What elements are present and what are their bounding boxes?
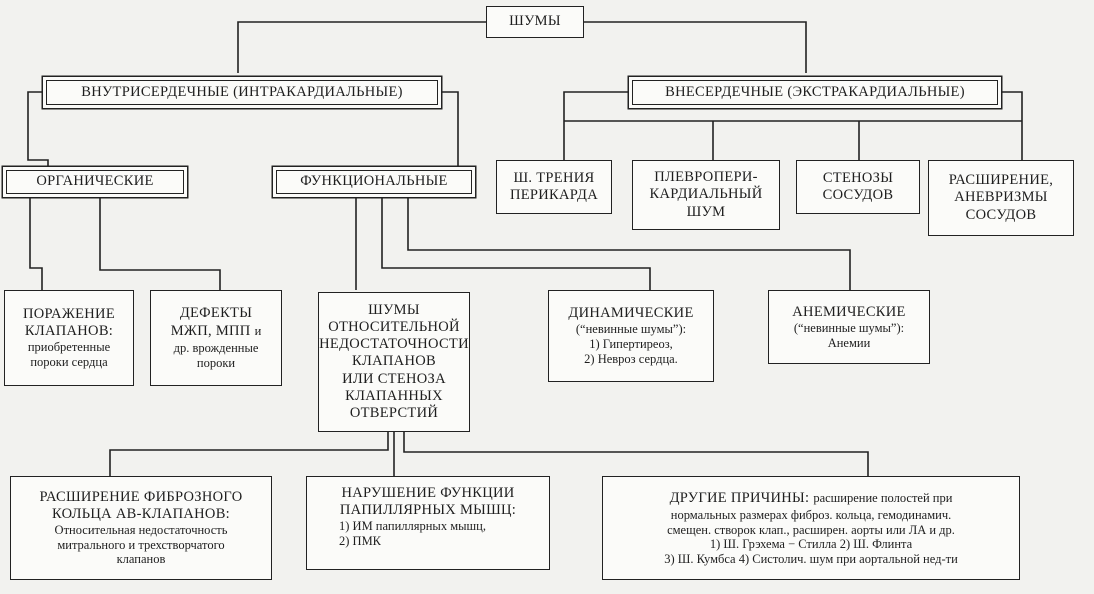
node-defects: ДЕФЕКТЫ МЖП, МПП и др. врожденные пороки	[150, 290, 282, 386]
connector	[403, 432, 869, 476]
node-extracardiac: ВНЕСЕРДЕЧНЫЕ (ЭКСТРАКАРДИАЛЬНЫЕ)	[632, 80, 998, 105]
node-dynamic: ДИНАМИЧЕСКИЕ (“невинные шумы”): 1) Гипер…	[548, 290, 714, 382]
node-line: СОСУДОВ	[822, 187, 894, 203]
connector	[29, 196, 43, 290]
connector	[237, 21, 486, 73]
node-text-word: и	[254, 324, 262, 339]
node-title-line: МЖП, МПП	[170, 323, 251, 340]
node-title-line: НАРУШЕНИЕ ФУНКЦИИ	[341, 485, 515, 501]
node-text-line: Относительная недостаточность	[54, 522, 228, 537]
node-text-line: приобретенные	[27, 340, 111, 355]
node-line: АНЕВРИЗМЫ	[954, 189, 1048, 206]
node-organic-title: ОРГАНИЧЕСКИЕ	[36, 173, 154, 190]
node-relative-insufficiency: ШУМЫ ОТНОСИТЕЛЬНОЙ НЕДОСТАТОЧНОСТИ КЛАПА…	[318, 292, 470, 432]
node-line: ПЕРИКАРДА	[509, 187, 599, 203]
node-line: ШУМЫ	[368, 302, 420, 319]
node-text-line: 2) ПМК	[339, 533, 382, 548]
node-title-line: ПАПИЛЛЯРНЫХ МЫШЦ:	[339, 502, 517, 519]
node-text-line: др. врожденные	[173, 341, 259, 356]
node-title: ДИНАМИЧЕСКИЕ	[568, 305, 694, 322]
root-node-murmurs: ШУМЫ	[486, 6, 584, 38]
node-text-line: митрального и трехстворчатого	[57, 537, 225, 552]
node-functional-title: ФУНКЦИОНАЛЬНЫЕ	[300, 173, 448, 190]
node-vessel-stenosis: СТЕНОЗЫ СОСУДОВ	[796, 160, 920, 214]
node-title: ДРУГИЕ ПРИЧИНЫ:	[669, 490, 810, 507]
node-line: ОТВЕРСТИЙ	[349, 404, 439, 421]
node-line: КЛАПАНОВ	[352, 353, 436, 370]
connector	[998, 91, 1023, 160]
node-text-block: 1) ИМ папиллярных мышц, 2) ПМК	[339, 519, 486, 549]
node-functional: ФУНКЦИОНАЛЬНЫЕ	[276, 170, 472, 194]
node-text-line: нормальных размерах фиброз. кольца, гемо…	[670, 507, 952, 522]
node-title: АНЕМИЧЕСКИЕ	[792, 303, 906, 320]
node-text-line: клапанов	[116, 552, 166, 567]
connector	[407, 196, 851, 290]
node-organic: ОРГАНИЧЕСКИЕ	[6, 170, 184, 194]
connector	[438, 91, 459, 166]
node-papillary-dysfunction: НАРУШЕНИЕ ФУНКЦИИ ПАПИЛЛЯРНЫХ МЫШЦ: 1) И…	[306, 476, 550, 570]
connector	[27, 91, 49, 166]
node-title-line: КОЛЬЦА АВ-КЛАПАНОВ:	[51, 505, 231, 522]
node-text-line: 1) Ш. Грэхема − Стилла 2) Ш. Флинта	[709, 537, 913, 552]
node-text-line: (“невинные шумы”):	[793, 320, 905, 335]
node-pleuropericardial: ПЛЕВРОПЕРИ- КАРДИАЛЬНЫЙ ШУМ	[632, 160, 780, 230]
node-line: ПЛЕВРОПЕРИ-	[654, 169, 758, 186]
node-vessel-dilation: РАСШИРЕНИЕ, АНЕВРИЗМЫ СОСУДОВ	[928, 160, 1074, 236]
node-intracardiac: ВНУТРИСЕРДЕЧНЫЕ (ИНТРАКАРДИАЛЬНЫЕ)	[46, 80, 438, 105]
connector	[109, 432, 389, 476]
node-line: СТЕНОЗЫ	[822, 169, 894, 186]
node-text-line: расширение полостей при	[813, 491, 953, 506]
node-text-line: (“невинные шумы”):	[575, 322, 687, 337]
node-line: ОТНОСИТЕЛЬНОЙ	[328, 319, 460, 336]
node-text-line: 2) Невроз сердца.	[584, 351, 678, 366]
node-pericardial-rub: Ш. ТРЕНИЯ ПЕРИКАРДА	[496, 160, 612, 214]
node-intracardiac-title: ВНУТРИСЕРДЕЧНЫЕ (ИНТРАКАРДИАЛЬНЫЕ)	[81, 83, 403, 100]
node-valve-lesion: ПОРАЖЕНИЕ КЛАПАНОВ: приобретенные пороки…	[4, 290, 134, 386]
root-node-title: ШУМЫ	[509, 13, 561, 30]
node-text-line: пороки сердца	[30, 355, 108, 370]
node-line: НЕДОСТАТОЧНОСТИ	[319, 336, 469, 353]
node-title-line: РАСШИРЕНИЕ ФИБРОЗНОГО	[39, 488, 243, 505]
node-text-line: Анемии	[827, 335, 871, 350]
node-line: КАРДИАЛЬНЫЙ	[649, 186, 763, 203]
node-title-line: КЛАПАНОВ:	[24, 323, 114, 340]
node-line: Ш. ТРЕНИЯ	[513, 169, 595, 186]
node-line: СОСУДОВ	[965, 206, 1037, 223]
node-title-line: ПОРАЖЕНИЕ	[23, 306, 115, 323]
node-line: ШУМ	[686, 203, 726, 220]
node-other-causes: ДРУГИЕ ПРИЧИНЫ: расширение полостей при …	[602, 476, 1020, 580]
node-text-line: смещен. створок клап., расширен. аорты и…	[667, 522, 955, 537]
node-anemic: АНЕМИЧЕСКИЕ (“невинные шумы”): Анемии	[768, 290, 930, 364]
connector	[99, 196, 221, 290]
node-text-line: 1) Гипертиреоз,	[589, 337, 673, 352]
node-text-line: 1) ИМ папиллярных мышц,	[339, 519, 486, 534]
node-line: КЛАПАННЫХ	[345, 387, 443, 404]
node-text-line: пороки	[196, 355, 236, 370]
connector	[584, 21, 807, 73]
node-ring-dilation: РАСШИРЕНИЕ ФИБРОЗНОГО КОЛЬЦА АВ-КЛАПАНОВ…	[10, 476, 272, 580]
node-line: ИЛИ СТЕНОЗА	[342, 370, 446, 387]
node-text-line: 3) Ш. Кумбса 4) Систолич. шум при аортал…	[664, 552, 958, 567]
node-title-line: ДЕФЕКТЫ	[179, 305, 253, 322]
connector	[563, 91, 632, 160]
connector	[381, 196, 651, 290]
node-extracardiac-title: ВНЕСЕРДЕЧНЫЕ (ЭКСТРАКАРДИАЛЬНЫЕ)	[665, 83, 965, 100]
node-line: РАСШИРЕНИЕ,	[948, 172, 1054, 189]
